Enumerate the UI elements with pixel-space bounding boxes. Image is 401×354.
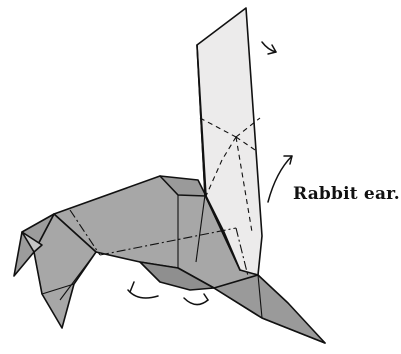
- crease-line: [41, 283, 75, 295]
- rabbit-ear-arrow-head: [283, 155, 293, 165]
- crease-line: [33, 251, 43, 295]
- valley-fold-line: [221, 136, 237, 161]
- rear-leg: [213, 274, 326, 344]
- fold-lines: [33, 117, 263, 319]
- pleat-arrow-tick: [203, 293, 209, 301]
- valley-fold-line: [235, 136, 259, 153]
- mountain-fold-line: [235, 227, 249, 277]
- valley-fold-line: [205, 159, 223, 197]
- crease-line: [195, 194, 206, 263]
- mountain-fold-line: [99, 227, 237, 256]
- ear-left-fold: [196, 44, 241, 271]
- valley-fold-line: [199, 117, 237, 138]
- arrows: [127, 41, 293, 306]
- pleat-arrow: [127, 289, 159, 299]
- pleat-arrow: [183, 297, 209, 306]
- crease-line: [257, 274, 263, 319]
- head-tip: [21, 231, 43, 253]
- instruction-label: Rabbit ear.: [293, 184, 400, 204]
- fold-arrow-head: [267, 44, 277, 55]
- rabbit-ear-arrow: [267, 155, 293, 203]
- valley-fold-line: [235, 136, 253, 233]
- crease-line: [59, 251, 97, 301]
- pleat-arrow-tick: [129, 281, 135, 293]
- model-body: [13, 175, 326, 344]
- belly-panel: [139, 261, 215, 291]
